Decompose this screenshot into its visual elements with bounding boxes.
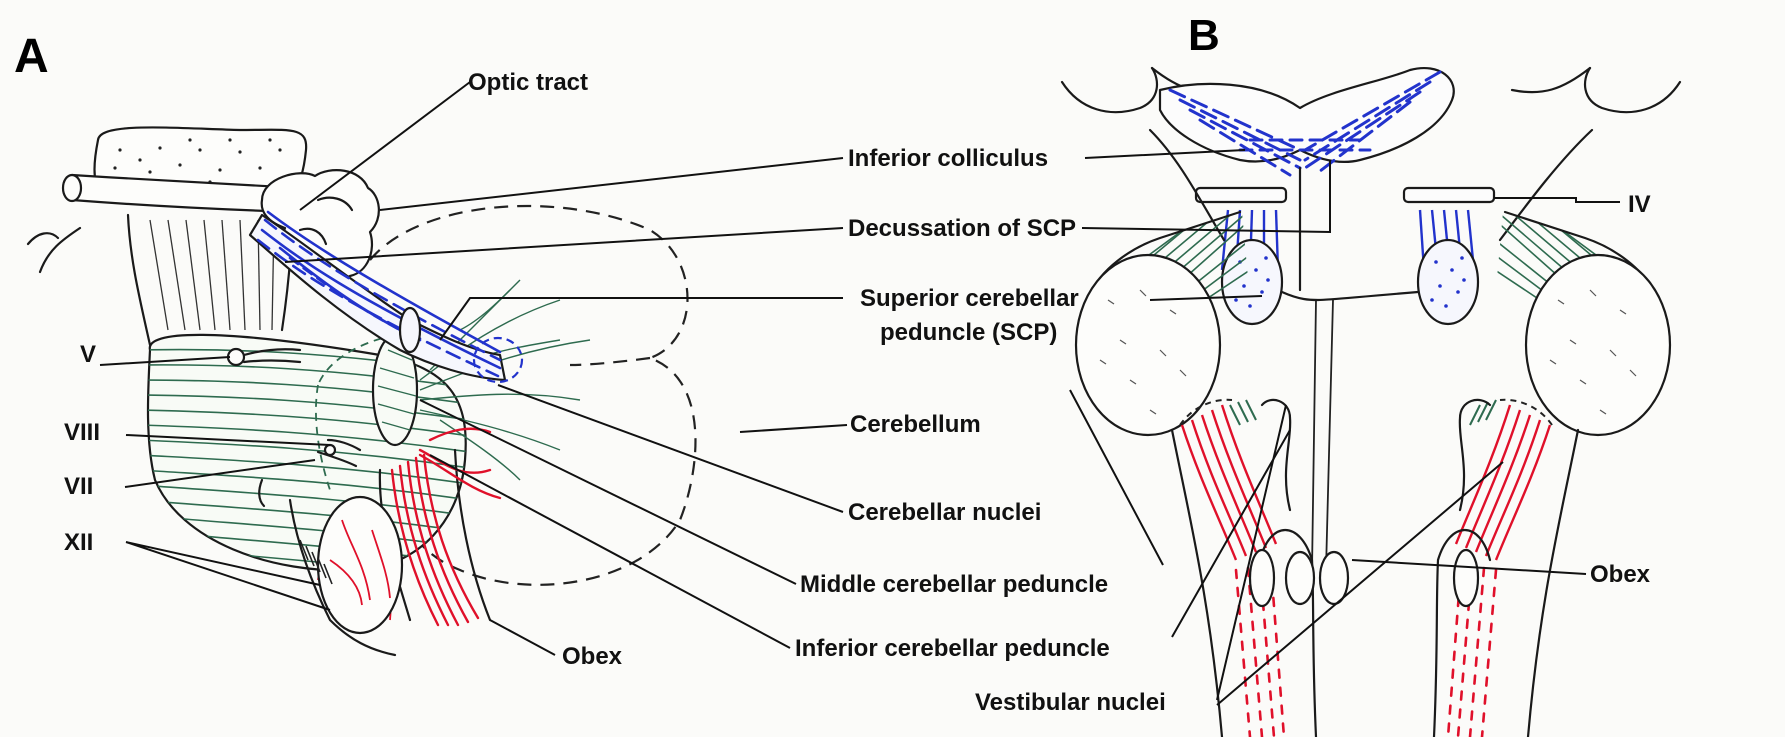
panel-label-a: A	[14, 30, 49, 83]
label-scp-line1: Superior cerebellar	[860, 285, 1079, 312]
medulla-left-edge	[1172, 430, 1222, 737]
panel-label-b: B	[1188, 11, 1220, 60]
leader-icp	[430, 455, 790, 648]
peduncle-edge-left	[128, 215, 150, 345]
leader-optic-tract	[300, 82, 470, 210]
label-nerve-vii: VII	[64, 473, 93, 500]
vestibular-green-left	[1230, 400, 1256, 425]
label-nerve-viii: VIII	[64, 419, 100, 446]
nerve-v-root	[228, 349, 244, 365]
label-inferior-colliculus: Inferior colliculus	[848, 145, 1048, 172]
label-nerve-v: V	[80, 341, 96, 368]
scp-bridge	[1282, 292, 1418, 300]
optic-tract-end	[63, 175, 81, 201]
leader-inferior-colliculus	[380, 150, 1245, 210]
label-obex-b: Obex	[1590, 561, 1651, 588]
mcp-circle-right	[1526, 255, 1670, 435]
label-cerebellum: Cerebellum	[850, 411, 981, 438]
label-vestibular-nuclei: Vestibular nuclei	[975, 689, 1166, 716]
vestibular-green-right	[1470, 400, 1496, 425]
obex-bump-left	[1286, 552, 1314, 604]
label-nerve-iv: IV	[1628, 191, 1651, 218]
label-obex-a: Obex	[562, 643, 623, 670]
panel-a-drawing	[28, 127, 695, 655]
leader-obex-a	[490, 620, 555, 655]
label-decussation-scp: Decussation of SCP	[848, 215, 1076, 242]
nerve-iv-right	[1404, 188, 1494, 202]
label-middle-cerebellar-peduncle: Middle cerebellar peduncle	[800, 571, 1108, 598]
nerve-vii-stub	[325, 445, 335, 455]
nerve-iv-left	[1196, 188, 1286, 202]
leader-cerebellum	[740, 425, 847, 432]
label-scp-line2: peduncle (SCP)	[880, 319, 1057, 346]
label-cerebellar-nuclei: Cerebellar nuclei	[848, 499, 1041, 526]
scp-section-right	[1418, 240, 1478, 324]
leader-decussation	[285, 160, 1330, 262]
leader-cerebellar-nuclei	[498, 385, 843, 512]
edge-right	[1500, 130, 1592, 240]
label-nerve-xii: XII	[64, 529, 93, 556]
medulla-right-edge	[1528, 430, 1578, 737]
label-inferior-cerebellar-peduncle: Inferior cerebellar peduncle	[795, 635, 1110, 662]
cuneate-bump-left	[1250, 550, 1274, 606]
label-optic-tract: Optic tract	[468, 69, 588, 96]
icp-red-bundle-right	[1456, 405, 1550, 560]
scp-cut-face	[400, 308, 420, 352]
cuneate-bump-right	[1454, 550, 1478, 606]
midline-groove	[1312, 300, 1333, 570]
leader-mcp	[420, 400, 796, 584]
leader-iv	[1494, 198, 1620, 202]
panel-b-drawing	[1062, 68, 1680, 737]
cranial-nerve-stub	[28, 228, 80, 272]
cerebellum-fold	[570, 358, 650, 365]
